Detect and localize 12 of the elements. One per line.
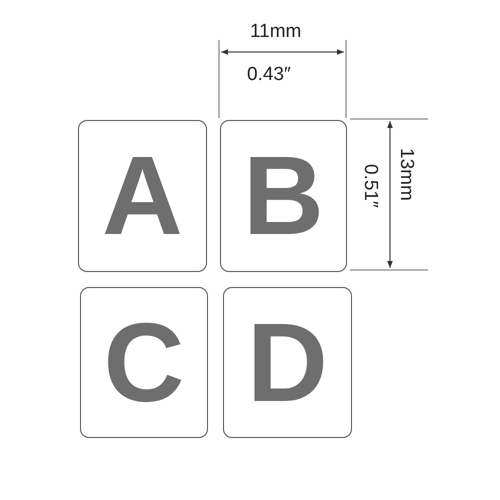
- key-letter: C: [104, 306, 184, 418]
- dimension-label: 0.51″: [361, 164, 380, 208]
- key-sticker: [220, 120, 347, 272]
- dimension-label: 13mm: [397, 148, 416, 201]
- key-sticker: [223, 287, 352, 438]
- key-letter: D: [247, 306, 328, 418]
- dimension-label: 0.43″: [247, 65, 291, 84]
- key-letter: B: [243, 140, 324, 252]
- key-letter: A: [102, 140, 183, 252]
- key-sticker: [78, 120, 207, 272]
- key-sticker: [80, 287, 208, 438]
- dimension-label: 11mm: [250, 22, 302, 41]
